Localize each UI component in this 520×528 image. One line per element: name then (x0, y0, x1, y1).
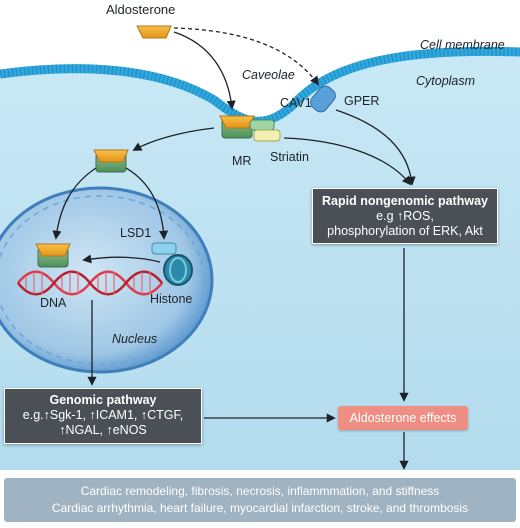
dna-helix (17, 270, 163, 296)
genomic-pathway-line2: ↑NGAL, ↑eNOS (59, 423, 147, 437)
aldosterone-label: Aldosterone (106, 2, 176, 17)
outcomes-line1: Cardiac remodeling, fibrosis, necrosis, … (80, 484, 440, 498)
lsd1-enzyme (151, 242, 177, 255)
outcomes-line2: Cardiac arrhythmia, heart failure, myoca… (51, 501, 469, 515)
gper-label: GPER (344, 94, 380, 108)
pathway-arrows (52, 27, 416, 470)
arrow-gper-to-rapid (335, 109, 416, 186)
lsd1-label: LSD1 (120, 226, 152, 240)
rapid-pathway-title: Rapid nongenomic pathway (322, 194, 488, 208)
cav1-label: CAV1 (280, 96, 312, 110)
genomic-pathway-title: Genomic pathway (49, 393, 157, 407)
histone-label: Histone (150, 292, 193, 306)
mr-complex (219, 115, 281, 142)
arrow-mr-to-lsd1 (125, 167, 169, 240)
mr-nucleus (35, 243, 71, 268)
aldosterone-molecule (136, 25, 172, 39)
nucleus-label: Nucleus (112, 332, 158, 346)
arrow-mr-to-nuclear-mr (52, 167, 97, 240)
arrow-aldo-to-mr (173, 31, 236, 110)
rapid-pathway-line1: e.g ↑ROS, (376, 209, 434, 223)
cell-membrane-label: Cell membrane (420, 38, 505, 52)
aldosterone-effects-box: Aldosterone effects (338, 406, 468, 430)
mr-label: MR (232, 154, 252, 168)
dna-label: DNA (40, 296, 67, 310)
arrow-mr-to-rapid (283, 137, 412, 186)
arrow-histone-to-dna (82, 254, 161, 264)
histone (163, 254, 193, 286)
genomic-pathway-line1: e.g.↑Sgk-1, ↑ICAM1, ↑CTGF, (22, 408, 184, 422)
rapid-pathway-box: Rapid nongenomic pathway e.g ↑ROS, phosp… (312, 188, 498, 244)
arrow-mr-to-cytoplasm (132, 127, 215, 151)
cytoplasm-label: Cytoplasm (416, 74, 476, 88)
arrow-aldo-to-gper (173, 27, 320, 86)
mr-cytoplasm (93, 149, 129, 173)
clinical-outcomes-box: Cardiac remodeling, fibrosis, necrosis, … (4, 478, 516, 522)
rapid-pathway-line2: phosphorylation of ERK, Akt (327, 224, 483, 238)
caveolae-label: Caveolae (242, 68, 295, 82)
genomic-pathway-box: Genomic pathway e.g.↑Sgk-1, ↑ICAM1, ↑CTG… (4, 388, 202, 444)
gper-receptor (310, 85, 336, 113)
striatin-label: Striatin (270, 150, 309, 164)
